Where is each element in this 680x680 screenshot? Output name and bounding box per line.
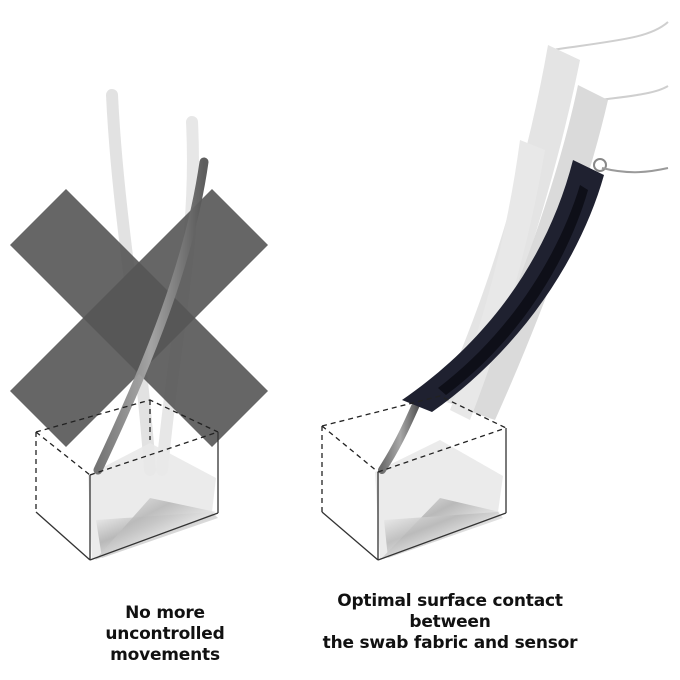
swab-rod-right: [378, 396, 422, 474]
comparison-illustration: [10, 21, 669, 561]
sensor-cup-right: [375, 440, 503, 560]
dashed-box-left: [35, 399, 219, 512]
solid-box-right: [321, 428, 507, 561]
caption-left-line-2: uncontrolled movements: [105, 624, 225, 665]
sensor-cup-left: [88, 443, 218, 560]
dashed-box-right: [321, 395, 507, 512]
caption-optimal-contact: Optimal surface contact between the swab…: [300, 591, 600, 654]
solid-box-left: [35, 432, 219, 561]
swab-sleeve: [402, 158, 669, 412]
swab-rod-left: [93, 157, 209, 475]
x-cross-icon: [10, 189, 268, 447]
caption-right-line-1: Optimal surface contact: [337, 591, 563, 611]
caption-right-line-3: the swab fabric and sensor: [322, 633, 578, 653]
caption-uncontrolled-movements: No more uncontrolled movements: [60, 603, 270, 666]
right-panel: [321, 21, 669, 561]
left-panel: [10, 89, 268, 561]
caption-left-line-1: No more: [125, 603, 205, 623]
caption-right-line-2: between: [409, 612, 491, 632]
